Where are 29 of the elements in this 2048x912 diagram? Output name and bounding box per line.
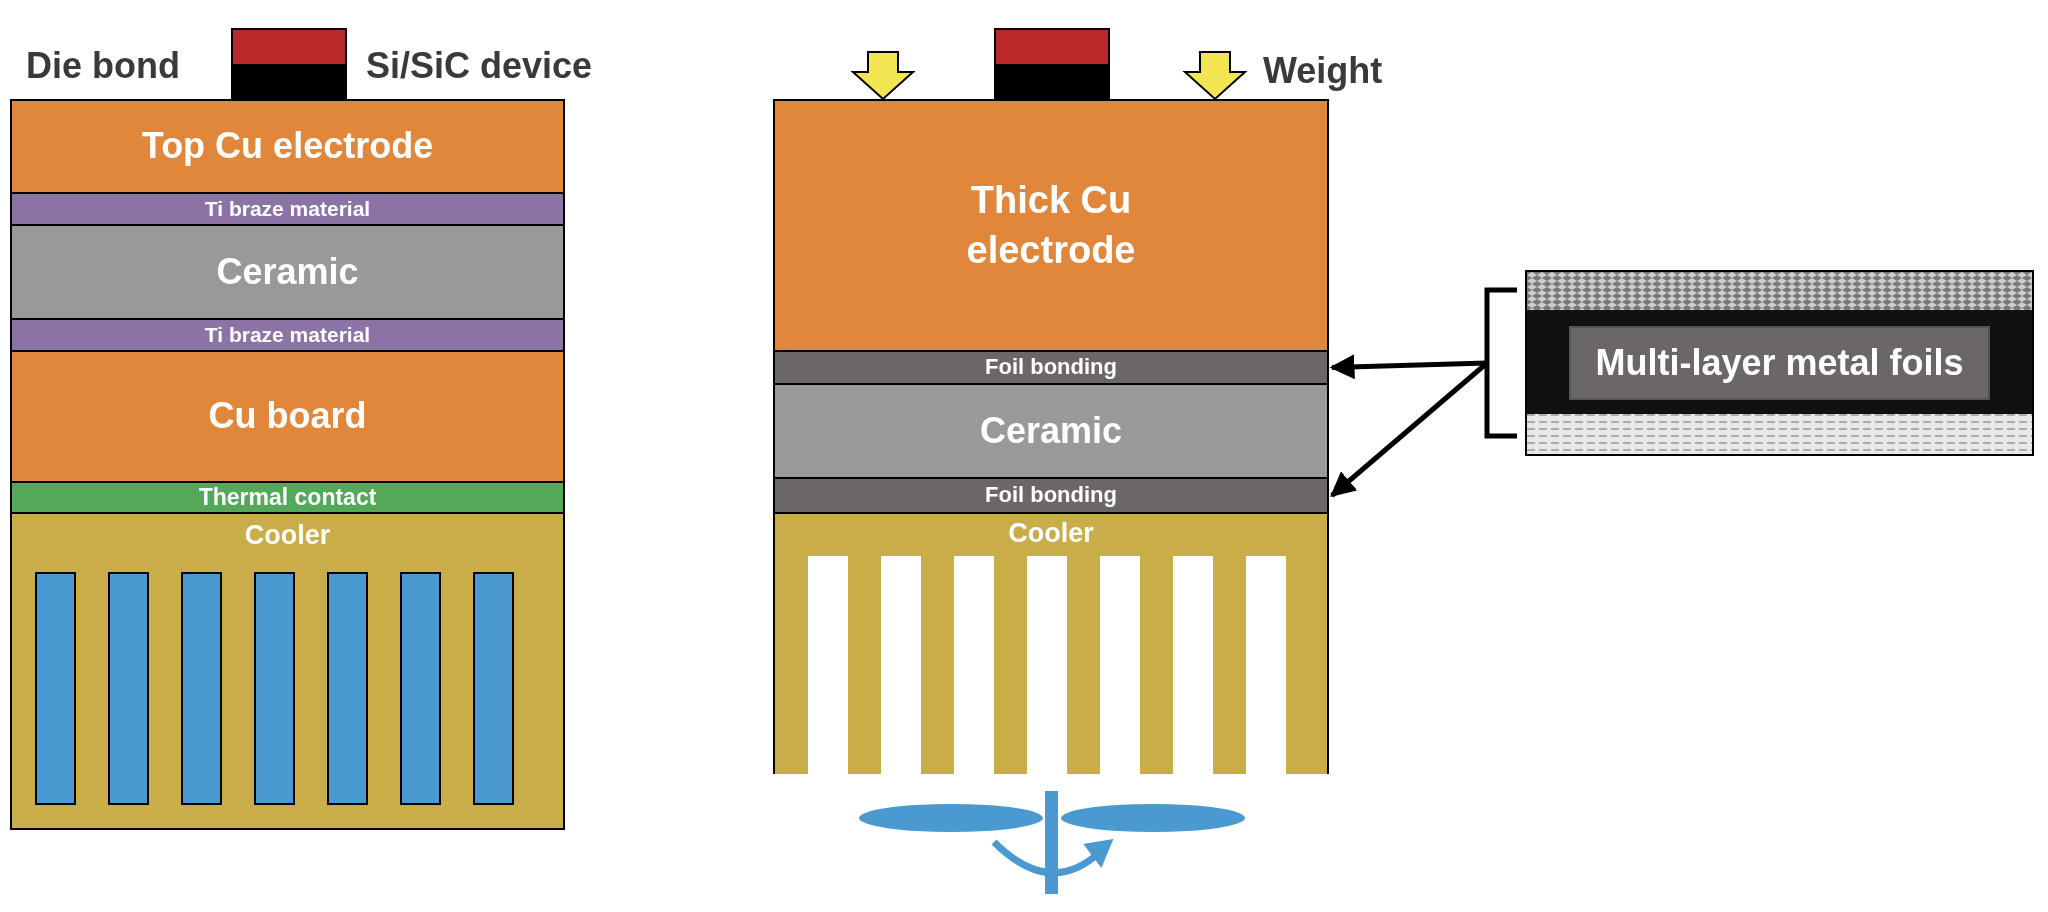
foil-bonding-layer bbox=[773, 477, 1329, 514]
layer-label: Cooler bbox=[1008, 518, 1094, 549]
layer-label: Ceramic bbox=[979, 408, 1123, 453]
cooler-block bbox=[773, 512, 1329, 774]
layer-label: Ceramic bbox=[216, 249, 359, 294]
part-label: Die bond bbox=[26, 45, 180, 87]
layer-label: Cooler bbox=[244, 520, 331, 551]
layer-label: Foil bonding bbox=[985, 481, 1117, 510]
copper-board-layer bbox=[10, 350, 565, 483]
foil-bonding-layer bbox=[773, 350, 1329, 385]
ceramic-layer bbox=[10, 224, 565, 320]
layer-label: Foil bonding bbox=[985, 353, 1117, 382]
layer-label: Ti braze material bbox=[204, 322, 371, 349]
inset-label: Multi-layer metal foils bbox=[1569, 326, 1990, 400]
arrow bbox=[1329, 354, 1488, 380]
braze-layer bbox=[10, 192, 565, 226]
layer-label: Ti braze material bbox=[204, 196, 371, 223]
thermal-contact-layer bbox=[10, 481, 565, 514]
copper-electrode-layer bbox=[10, 99, 565, 194]
layer-label: Thick Cu electrode bbox=[965, 178, 1137, 273]
layer-label: Top Cu electrode bbox=[141, 124, 434, 169]
part-label: Si/SiC device bbox=[366, 45, 593, 87]
layer-label: Thermal contact bbox=[198, 482, 377, 512]
layer-label: Cu board bbox=[208, 394, 367, 439]
copper-electrode-layer bbox=[773, 99, 1329, 352]
ceramic-layer bbox=[773, 383, 1329, 479]
part-label: Weight bbox=[1263, 50, 1383, 92]
braze-layer bbox=[10, 318, 565, 352]
cooler-block bbox=[10, 512, 565, 830]
